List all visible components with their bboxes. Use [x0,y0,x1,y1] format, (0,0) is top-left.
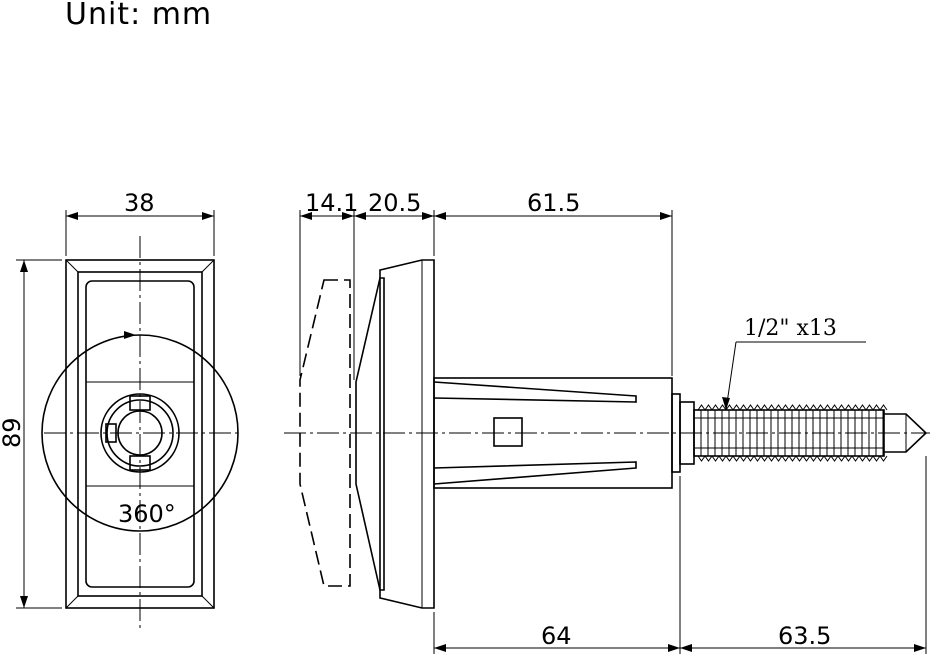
rotation-arrow [124,331,136,339]
depth-dimension: 64 [541,622,572,650]
square-drive [493,417,523,447]
flange-dimension: 20.5 [368,189,421,217]
key-cylinder-ring [106,399,174,467]
front-view: 360° 38 89 [0,189,239,630]
handle-swing-outline [299,279,351,587]
body-dimension: 61.5 [527,189,580,217]
thread-spec: 1/2" x13 [744,316,837,341]
unit-label: Unit: mm [65,0,212,32]
lower-spring-fin [433,461,637,485]
width-dimension: 38 [124,189,155,217]
gap-dimension: 14.1 [305,189,358,217]
side-view: 14.1 20.5 61.5 64 63.5 1/2" x13 [284,189,930,654]
upper-spring-fin [433,381,637,403]
height-dimension: 89 [0,417,26,448]
flange [379,259,435,609]
rotation-label: 360° [118,500,176,528]
stud-length-dimension: 63.5 [778,622,831,650]
